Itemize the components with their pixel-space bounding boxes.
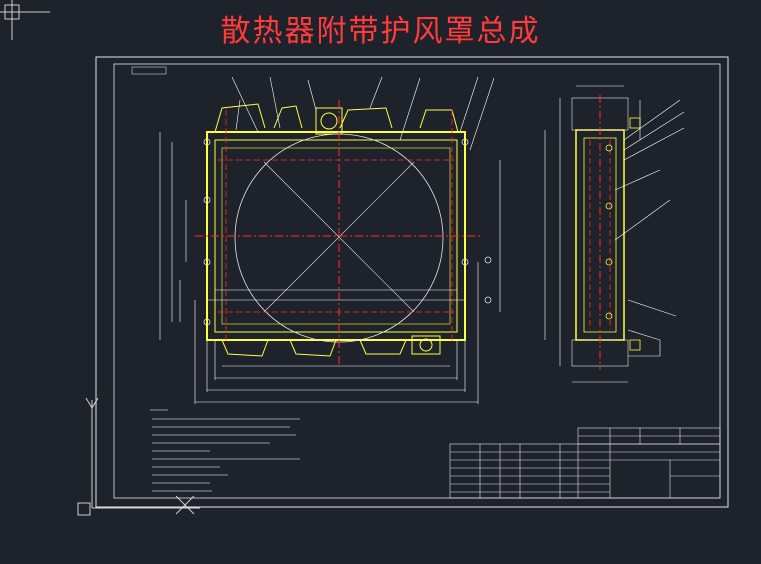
outer-frame xyxy=(95,56,729,508)
side-view xyxy=(571,95,641,370)
ucs-icon-bottom-left xyxy=(77,397,200,516)
side-view-dimensions xyxy=(544,85,685,383)
ucs-crosshair-top-left xyxy=(0,0,50,40)
drawing-title: 散热器附带护风罩总成 xyxy=(220,14,541,49)
front-view xyxy=(195,100,492,365)
front-view-dimensions xyxy=(159,76,501,404)
title-block xyxy=(449,427,721,499)
drawing-number-tag xyxy=(131,66,167,75)
technical-notes-block xyxy=(150,409,300,492)
inner-frame xyxy=(113,63,721,499)
